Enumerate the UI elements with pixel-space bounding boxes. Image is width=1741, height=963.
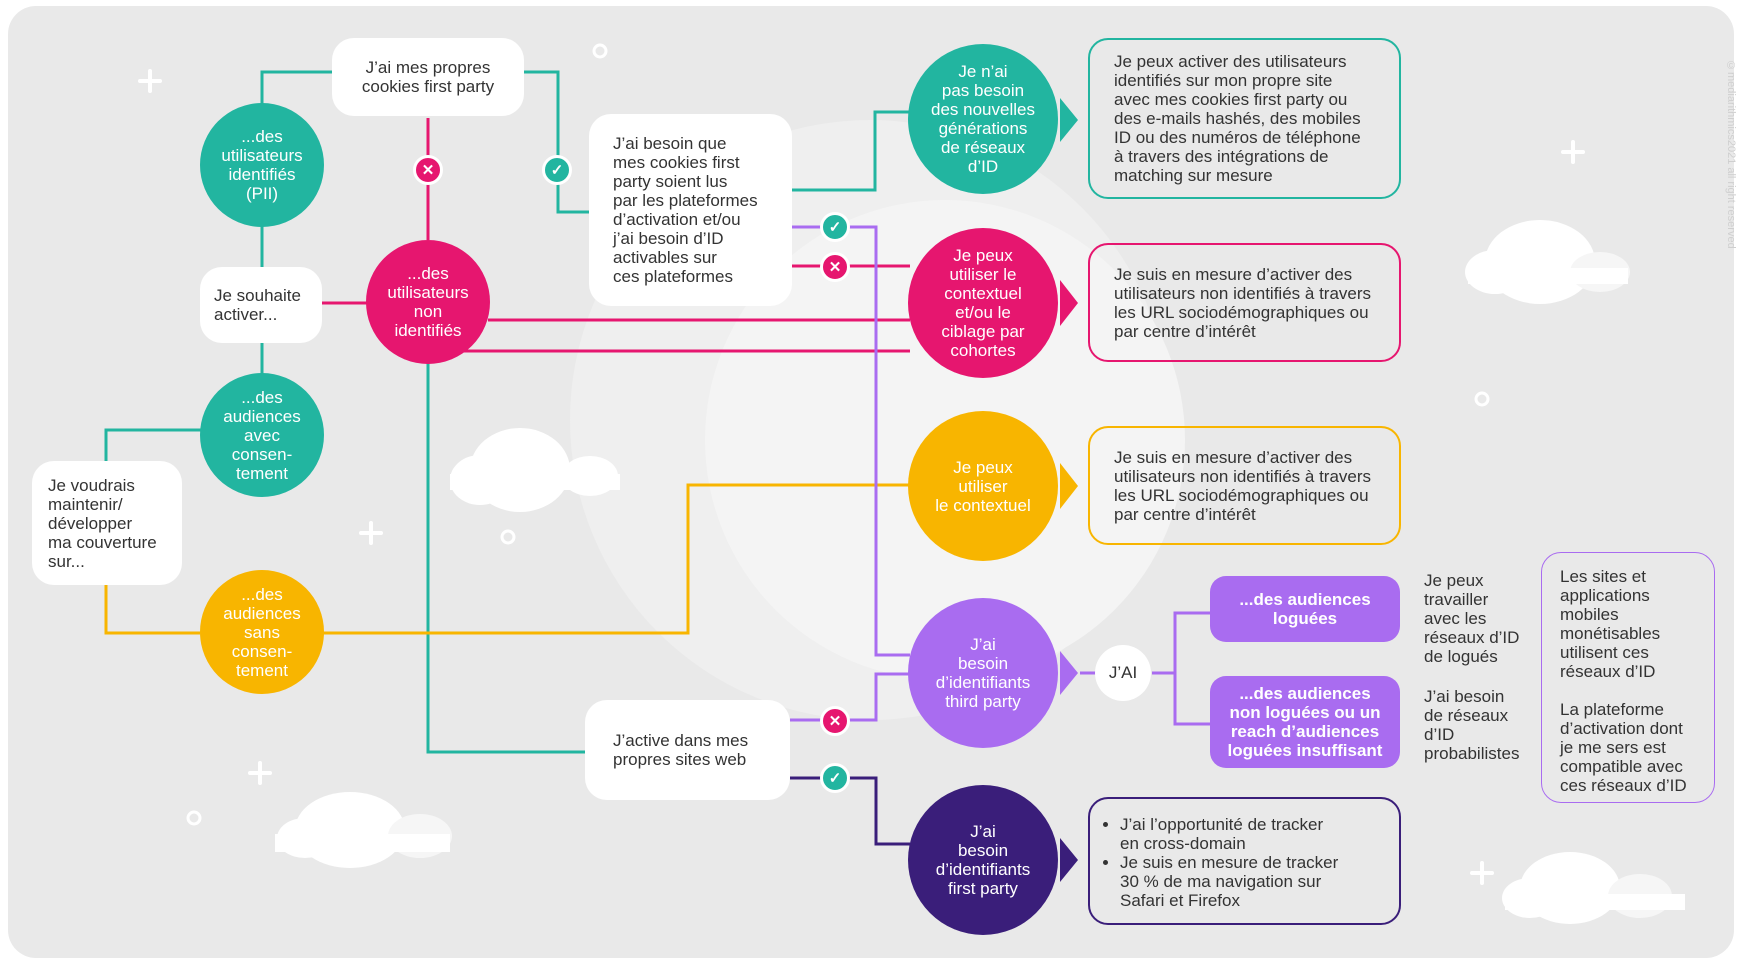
pointer-teal <box>1060 98 1078 142</box>
list-item: J’ai l’opportunité de tracker en cross-d… <box>1120 815 1381 853</box>
detail-contextual-cohorts: Je suis en mesure d’activer des utilisat… <box>1088 243 1401 362</box>
dark-purple-connector <box>790 776 910 846</box>
activate-box: Je souhaite activer... <box>200 267 322 343</box>
result-not-logged: J’ai besoin de réseaux d’ID probabiliste… <box>1424 687 1520 763</box>
first-party-list: J’ai l’opportunité de tracker en cross-d… <box>1108 815 1381 910</box>
outcome-no-need: Je n’ai pas besoin des nouvelles générat… <box>908 44 1058 194</box>
cloud-icon <box>450 428 620 512</box>
yellow-connectors <box>104 483 910 635</box>
cross-icon: ✕ <box>413 155 443 185</box>
start-box: Je voudrais maintenir/ développer ma cou… <box>32 461 182 585</box>
ring-icon <box>186 43 1490 826</box>
side-note: Les sites et applications mobiles monéti… <box>1541 552 1715 803</box>
copyright: ©mediarithmics2021 all right reserved <box>1725 60 1737 249</box>
result-logged: Je peux travailler avec les réseaux d’ID… <box>1424 571 1520 666</box>
outcome-third-party: J’ai besoin d’identifiants third party <box>908 598 1058 748</box>
pointer-purple <box>1060 651 1078 695</box>
check-icon: ✓ <box>820 212 850 242</box>
cross-icon: ✕ <box>820 252 850 282</box>
pointer-pink <box>1060 280 1078 326</box>
detail-first-party: J’ai l’opportunité de tracker en cross-d… <box>1088 797 1401 925</box>
cloud-icon <box>1502 852 1685 924</box>
outcome-contextual-cohorts: Je peux utiliser le contextuel et/ou le … <box>908 228 1058 378</box>
own-sites-text: J’active dans mes propres sites web <box>613 731 749 769</box>
outcome-contextual: Je peux utiliser le contextuel <box>908 411 1058 561</box>
pink-connectors <box>320 118 910 353</box>
cloud-icon <box>1465 220 1630 304</box>
outcome-first-party: J’ai besoin d’identifiants first party <box>908 785 1058 935</box>
pill-not-logged-audiences: ...des audiences non loguées ou un reach… <box>1210 676 1400 768</box>
start-text: Je voudrais maintenir/ développer ma cou… <box>48 475 157 571</box>
cloud-icon <box>275 792 452 868</box>
teal-connectors <box>104 70 910 754</box>
node-audiences-consent: ...des audiences avec consen- tement <box>200 373 324 497</box>
pointer-yellow <box>1060 463 1078 509</box>
plus-icon <box>138 69 1585 885</box>
jai-junction: J’AI <box>1095 645 1151 701</box>
node-unidentified-users: ...des utilisateurs non identifiés <box>366 240 490 364</box>
pill-logged-audiences: ...des audiences loguées <box>1210 576 1400 642</box>
detail-no-need: Je peux activer des utilisateurs identif… <box>1088 38 1401 199</box>
first-party-cookies-text: J’ai mes propres cookies first party <box>361 58 495 96</box>
node-audiences-no-consent: ...des audiences sans consen- tement <box>200 570 324 694</box>
activate-text: Je souhaite activer... <box>214 286 301 324</box>
list-item: Je suis en mesure de tracker 30 % de ma … <box>1120 853 1381 910</box>
cross-icon: ✕ <box>820 706 850 736</box>
check-icon: ✓ <box>542 155 572 185</box>
detail-contextual: Je suis en mesure d’activer des utilisat… <box>1088 426 1401 545</box>
need-read-text: J’ai besoin que mes cookies first party … <box>613 134 758 286</box>
own-sites-box: J’active dans mes propres sites web <box>585 700 790 800</box>
pointer-dark-purple <box>1060 838 1078 882</box>
check-icon: ✓ <box>820 763 850 793</box>
node-identified-users: ...des utilisateurs identifiés (PII) <box>200 103 324 227</box>
need-read-box: J’ai besoin que mes cookies first party … <box>589 114 792 306</box>
first-party-cookies-box: J’ai mes propres cookies first party <box>332 38 524 116</box>
